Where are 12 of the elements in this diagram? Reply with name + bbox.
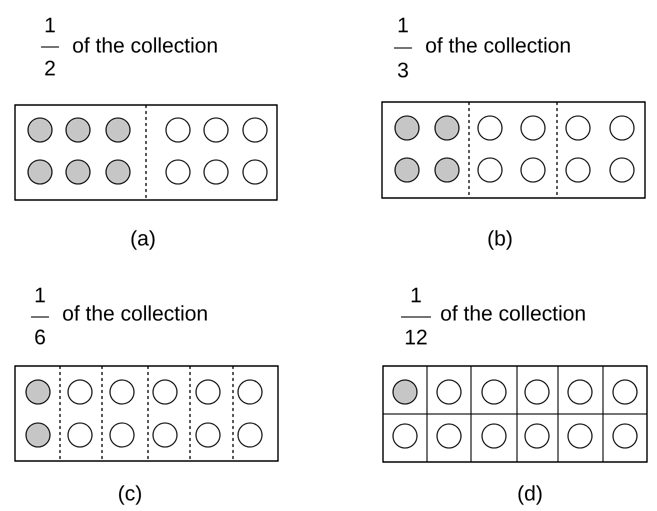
fraction: 1 12 (400, 288, 432, 344)
panel-label: (c) (119, 485, 141, 505)
panel-label: (d) (518, 485, 542, 505)
caption-text: of the collection (426, 37, 570, 53)
fraction: 1 2 (40, 18, 60, 76)
caption-text: of the collection (441, 305, 585, 321)
caption-text: of the collection (73, 37, 217, 53)
fraction: 1 3 (394, 18, 412, 78)
caption-text: of the collection (63, 305, 207, 321)
panel-label: (a) (131, 230, 155, 250)
panel-label: (b) (488, 230, 512, 250)
fraction: 1 6 (30, 288, 50, 344)
